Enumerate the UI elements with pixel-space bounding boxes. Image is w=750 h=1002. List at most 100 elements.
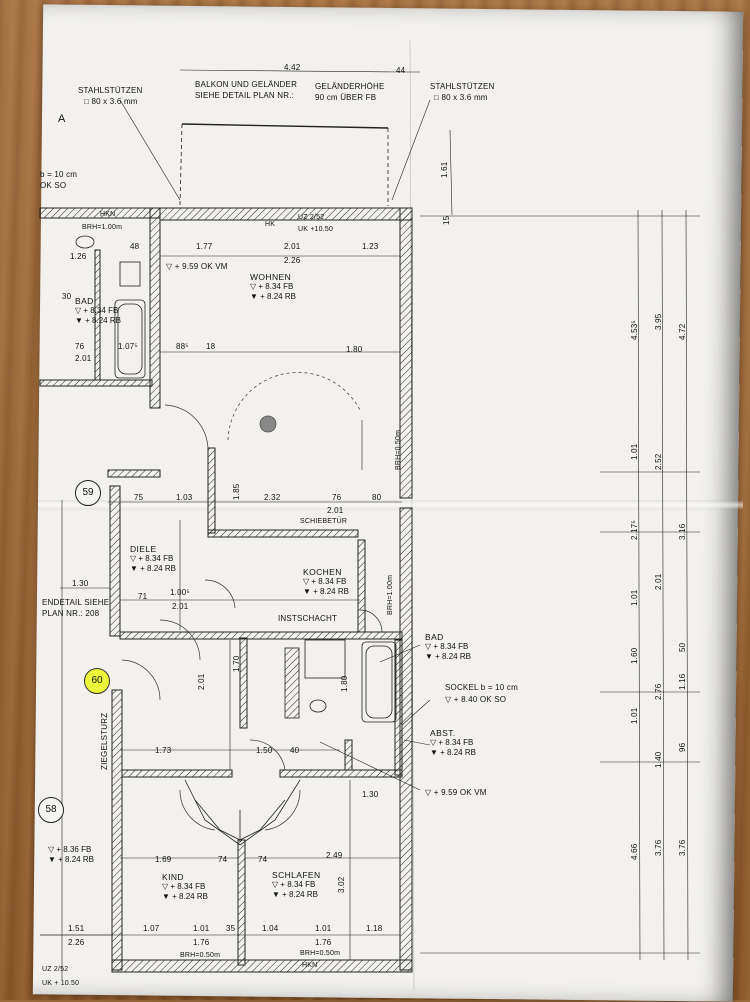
wall-thickness-dim: 15 [442,215,451,225]
room-bad-left-name: BAD [75,296,94,306]
rdim-101c: 1.01 [630,589,639,606]
rdim-466: 4.66 [630,843,639,860]
note-detail-line1: ENDETAIL SIEHE [42,598,110,607]
note-brh-bottom-right: BRH=0.50m [300,950,341,957]
room-wohnen-fb: ▽ + 8.34 FB [250,282,294,291]
rdim-217: 2.17⁵ [630,520,639,540]
rdim-376b: 3.76 [678,839,687,856]
rdim-252: 2.52 [654,453,663,470]
dim-201-vert: 2.01 [197,673,206,690]
top-dimension-small: 44 [396,66,406,75]
dim-226b: 2.26 [68,938,85,947]
rdim-201: 2.01 [654,573,663,590]
rdim-140: 1.40 [654,751,663,768]
room-bad-left: BAD ▽ + 8.34 FB ▼ + 8.24 RB [75,296,121,326]
dim-74b: 74 [258,855,268,864]
room-kind-rb: ▼ + 8.24 RB [162,892,208,901]
dim-35: 35 [226,924,236,933]
balcony-depth-dim: 1.61 [440,161,449,178]
gelaender-note-line2: 90 cm ÜBER FB [315,93,377,102]
dim-130b: 1.30 [362,790,379,799]
dim-201c: 2.01 [327,506,344,515]
rdim-101: 1.01 [630,443,639,460]
dim-30: 30 [62,292,72,301]
rdim-101d: 1.01 [630,707,639,724]
dim-107b: 1.07 [143,924,160,933]
room-bad-right-name: BAD [425,632,444,642]
note-brh-top: BRH=1.00m [82,224,123,231]
left-dimension-chain [40,500,112,980]
dim-151: 1.51 [68,924,85,933]
room-abst: ABST. ▽ + 8.34 FB ▼ + 8.24 RB [430,728,476,758]
room-abst-rb: ▼ + 8.24 RB [430,748,476,757]
dim-226: 2.26 [284,256,301,265]
dim-75: 75 [134,493,144,502]
room-bad-right-fb: ▽ + 8.34 FB [425,642,469,651]
dim-201: 2.01 [284,242,301,251]
note-ok-so: OK SO [40,181,67,190]
note-sockel-line2: ▽ + 8.40 OK SO [445,695,507,704]
room-kochen-name: KOCHEN [303,567,342,577]
room-wohnen-rb: ▼ + 8.24 RB [250,292,296,301]
grid-marker-58: 58 [38,797,64,823]
note-brh-050: BRH=0.50m [395,429,402,470]
dim-130: 1.30 [72,579,89,588]
grid-marker-60: 60 [84,668,110,694]
rdim-160: 1.60 [630,647,639,664]
note-uk-bottom: UK + 10.50 [42,980,80,987]
room-diele-name: DIELE [130,544,157,554]
balkon-note-line2: SIEHE DETAIL PLAN NR.: [195,91,295,100]
note-sockel-line1: SOCKEL b = 10 cm [445,683,518,692]
interior-walls [39,249,403,966]
room-diele-fb: ▽ + 8.34 FB [130,554,174,563]
room-abst-fb: ▽ + 8.34 FB [430,738,474,747]
room-schlafen-name: SCHLAFEN [272,870,321,880]
section-marker-a: A [58,113,66,125]
right-dimension-chains [420,209,700,961]
room-bad-right: BAD ▽ + 8.34 FB ▼ + 8.24 RB [425,632,471,662]
dim-104: 1.04 [262,924,279,933]
note-detail-line2: PLAN NR.: 208 [42,609,100,618]
dim-201d: 2.01 [172,602,189,611]
stahlstuetzen-right-label: STAHLSTÜTZEN [430,82,495,91]
door-swings [121,372,383,831]
grid-marker-59: 59 [75,480,101,506]
room-diele-rb: ▼ + 8.24 RB [130,564,176,573]
exterior-walls [39,207,413,973]
dim-101b: 1.01 [315,924,332,933]
room-left-exterior: ▽ + 8.36 FB ▼ + 8.24 RB [48,845,94,865]
rdim-50: 50 [678,642,687,652]
dim-88: 88⁵ [176,342,189,351]
curved-stair [184,779,301,846]
dim-302: 3.02 [337,876,346,893]
note-hkn-top: HKN [100,211,116,218]
room-schlafen-fb: ▽ + 8.34 FB [272,880,316,889]
note-b10: b = 10 cm [40,170,78,179]
note-brh-bottom-left: BRH=0.50m [180,952,221,959]
paper-fold [38,500,743,510]
dim-173: 1.73 [155,746,172,755]
room-left-exterior-fb: ▽ + 8.36 FB [48,845,92,854]
room-kochen-rb: ▼ + 8.24 RB [303,587,349,596]
dim-107: 1.07⁵ [118,342,138,351]
dim-101: 1.01 [193,924,210,933]
top-dimension-main: 4.42 [284,63,301,72]
note-hk: HK [265,221,276,228]
note-installschacht: INSTSCHACHT [278,614,338,623]
dim-123: 1.23 [362,242,379,251]
rdim-96: 96 [678,742,687,752]
note-ok-vm-top: ▽ + 9.59 OK VM [166,262,228,271]
room-diele: DIELE ▽ + 8.34 FB ▼ + 8.24 RB [130,544,176,574]
dim-177: 1.77 [196,242,213,251]
dim-150: 1.50 [256,746,273,755]
stahlstuetzen-left-label: STAHLSTÜTZEN [78,86,143,95]
rdim-376: 3.76 [654,839,663,856]
stahlstuetzen-right-dim: □ 80 x 3.6 mm [434,93,488,102]
room-schlafen: SCHLAFEN ▽ + 8.34 FB ▼ + 8.24 RB [272,870,321,900]
dim-180: 1.80 [346,345,363,354]
room-wohnen: WOHNEN ▽ + 8.34 FB ▼ + 8.24 RB [250,272,296,302]
note-ziegelsturz: ZIEGELSTURZ [100,712,109,770]
dim-40: 40 [290,746,300,755]
room-bad-left-rb: ▼ + 8.24 RB [75,316,121,325]
dim-170: 1.70 [232,655,241,672]
